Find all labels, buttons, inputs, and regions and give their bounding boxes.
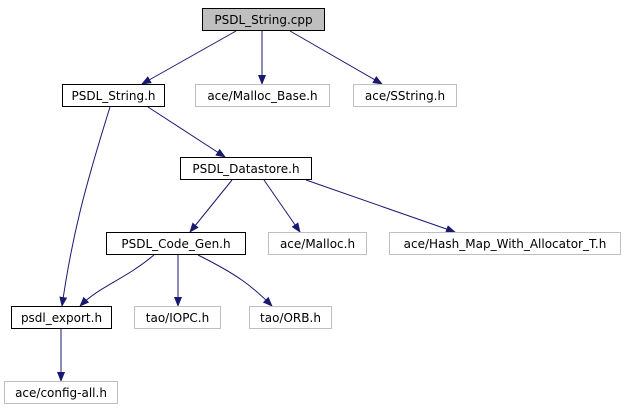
edge-psdl-string-h-to-psdl-export-h [59, 106, 111, 307]
node-ace-sstring-h: ace/SString.h [353, 84, 457, 107]
node-ace-malloc-h: ace/Malloc.h [268, 232, 367, 255]
node-psdl-export-h[interactable]: psdl_export.h [11, 306, 112, 329]
node-psdl-datastore-h[interactable]: PSDL_Datastore.h [180, 157, 312, 180]
edge-psdl-string-cpp-to-psdl-string-h [141, 30, 237, 85]
edge-psdl-datastore-h-to-ace-malloc-h [263, 179, 301, 233]
node-ace-malloc-base-h: ace/Malloc_Base.h [195, 84, 330, 107]
edge-psdl-string-cpp-to-ace-sstring-h [289, 30, 383, 85]
edge-psdl-code-gen-h-to-tao-orb-h [197, 254, 273, 307]
node-ace-config-all-h: ace/config-all.h [4, 381, 118, 404]
node-ace-hash-map-with-allocator-h: ace/Hash_Map_With_Allocator_T.h [389, 232, 621, 255]
edge-psdl-code-gen-h-to-psdl-export-h [79, 254, 155, 307]
edge-psdl-datastore-h-to-psdl-code-gen-h [189, 179, 233, 233]
node-psdl-code-gen-h[interactable]: PSDL_Code_Gen.h [106, 232, 246, 255]
node-psdl-string-cpp[interactable]: PSDL_String.cpp [202, 8, 325, 31]
node-tao-iopc-h: tao/IOPC.h [134, 306, 221, 329]
edge-psdl-string-h-to-psdl-datastore-h [147, 106, 226, 158]
edge-psdl-datastore-h-to-ace-hash-map-h [305, 179, 456, 233]
node-psdl-string-h[interactable]: PSDL_String.h [62, 84, 165, 107]
node-tao-orb-h: tao/ORB.h [249, 306, 332, 329]
